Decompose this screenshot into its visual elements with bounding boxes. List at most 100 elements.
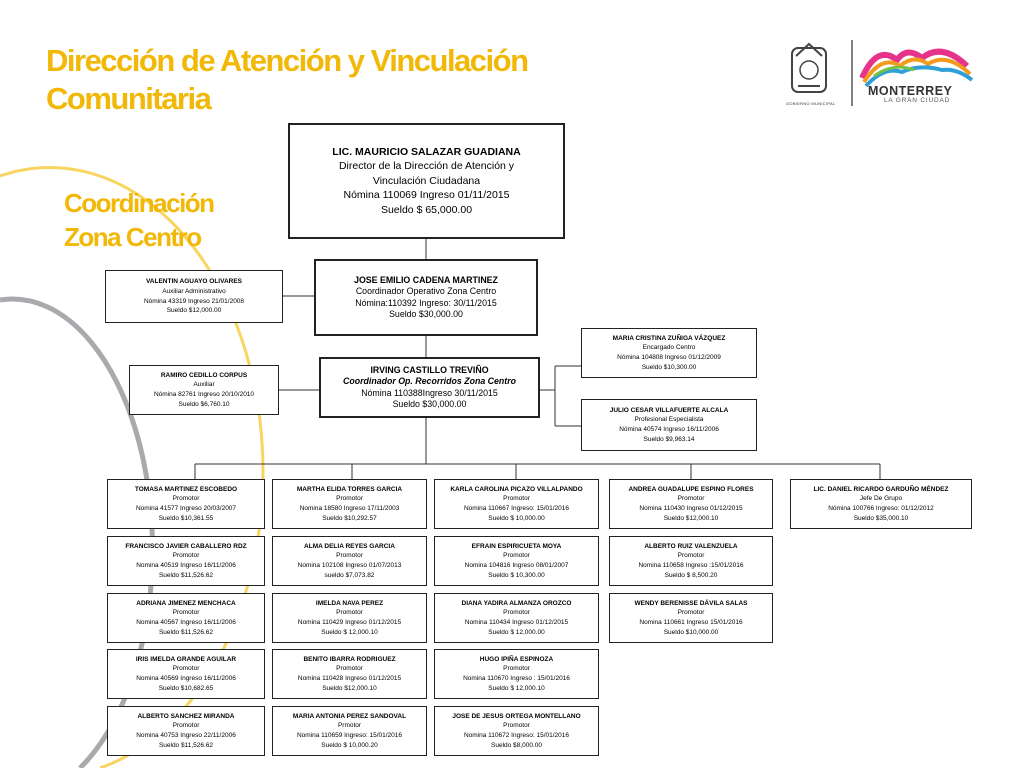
profesional-nomina: Nómina 40574 Ingreso 16/11/2006 bbox=[619, 426, 719, 433]
promotor-box: ANDREA GUADALUPE ESPINO FLORES Promotor … bbox=[609, 479, 773, 529]
promotor-name: JOSE DE JESUS ORTEGA MONTELLANO bbox=[452, 712, 581, 720]
promotor-sueldo: Sueldo $ 10,000.20 bbox=[321, 741, 378, 749]
promotor-name: TOMASA MARTINEZ ESCOBEDO bbox=[134, 485, 238, 493]
promotor-box: BENITO IBARRA RODRIGUEZ Promotor Nomina … bbox=[272, 649, 427, 699]
director-role-line1: Director de la Dirección de Atención y bbox=[338, 160, 515, 173]
monterrey-mountain-icon bbox=[859, 48, 974, 88]
promotor-role: Promotor bbox=[172, 495, 200, 503]
promotor-box: HUGO IPIÑA ESPINOZA Promotor Nomina 1106… bbox=[434, 649, 599, 699]
promotor-sueldo: Sueldo $ 10,300.00 bbox=[488, 571, 545, 579]
promotor-box: DIANA YADIRA ALMANZA OROZCO Promotor Nom… bbox=[434, 593, 599, 643]
promotor-nomina: Nomina 110670 Ingreso : 15/01/2016 bbox=[463, 675, 570, 682]
recorridos-name: IRVING CASTILLO TREVIÑO bbox=[370, 364, 489, 375]
promotor-role: Promotor bbox=[677, 609, 705, 617]
promotor-name: ALBERTO SANCHEZ MIRANDA bbox=[137, 712, 235, 720]
auxiliar-name: RAMIRO CEDILLO CORPUS bbox=[160, 371, 248, 379]
promotor-nomina: Nomina 110428 Ingreso 01/12/2015 bbox=[297, 675, 402, 682]
coordinador-name: JOSE EMILIO CADENA MARTINEZ bbox=[354, 274, 498, 285]
city-tagline: LA GRAN CIUDAD bbox=[884, 97, 951, 104]
encargado-nomina: Nómina 104808 Ingreso 01/12/2009 bbox=[617, 354, 721, 361]
promotor-role: Promotor bbox=[336, 609, 363, 617]
promotor-role: Promotor bbox=[172, 609, 200, 617]
promotor-sueldo: Sueldo $ 12,000.10 bbox=[488, 684, 545, 692]
promotor-box: ALMA DELIA REYES GARCIA Promotor Nomina … bbox=[272, 536, 427, 586]
jefe-grupo-box: LIC. DANIEL RICARDO GARDUÑO MÉNDEZ Jefe … bbox=[790, 479, 972, 529]
director-name: LIC. MAURICIO SALAZAR GUADIANA bbox=[332, 145, 521, 158]
promotor-nomina: Nomina 40519 Ingreso 16/11/2006 bbox=[136, 562, 236, 569]
promotor-box: FRANCISCO JAVIER CABALLERO RDZ Promotor … bbox=[107, 536, 265, 586]
aux-admin-box: VALENTIN AGUAYO OLIVARES Auxiliar Admini… bbox=[105, 270, 283, 323]
promotor-sueldo: Sueldo $8,000.00 bbox=[491, 741, 542, 749]
promotor-nomina: Nomina 110667 Ingreso: 15/01/2016 bbox=[463, 505, 570, 512]
director-box: LIC. MAURICIO SALAZAR GUADIANA Director … bbox=[288, 123, 565, 239]
page-title: Dirección de Atención y Vinculación Comu… bbox=[46, 43, 529, 116]
page-subtitle: Coordinación Zona Centro bbox=[64, 188, 215, 252]
promotor-sueldo: Sueldo $10,000.00 bbox=[663, 628, 719, 636]
promotor-nomina: Nomina 110430 Ingreso 01/12/2015 bbox=[639, 505, 743, 512]
promotor-sueldo: Sueldo $ 8,500.20 bbox=[664, 571, 718, 579]
jefe-grupo-sueldo: Sueldo $35,000.10 bbox=[853, 514, 909, 522]
promotor-box: EFRAIN ESPIRICUETA MOYA Promotor Nomina … bbox=[434, 536, 599, 586]
promotor-role: Promotor bbox=[503, 665, 530, 673]
city-name: MONTERREY bbox=[868, 84, 953, 98]
encargado-box: MARIA CRISTINA ZUÑIGA VÁZQUEZ Encargado … bbox=[581, 328, 757, 378]
promotor-box: ALBERTO SANCHEZ MIRANDA Promotor Nomina … bbox=[107, 706, 265, 756]
promotor-role: Promotor bbox=[172, 722, 200, 730]
promotor-name: IMELDA NAVA PEREZ bbox=[315, 599, 384, 607]
promotor-sueldo: Sueldo $11,526.62 bbox=[158, 741, 214, 749]
jefe-grupo-nomina: Nómina 100766 Ingreso: 01/12/2012 bbox=[828, 505, 934, 512]
promotor-name: DIANA YADIRA ALMANZA OROZCO bbox=[461, 599, 572, 607]
promotor-name: IRIS IMELDA GRANDE AGUILAR bbox=[135, 655, 237, 663]
auxiliar-box: RAMIRO CEDILLO CORPUS Auxiliar Nómina 82… bbox=[129, 365, 279, 415]
profesional-name: JULIO CESAR VILLAFUERTE ALCALA bbox=[609, 406, 729, 414]
promotor-nomina: Nomina 110429 Ingreso 01/12/2015 bbox=[297, 619, 402, 626]
coordinador-role: Coordinador Operativo Zona Centro bbox=[355, 286, 497, 296]
promotor-nomina: Nomina 110661 Ingreso 15/01/2016 bbox=[639, 619, 743, 626]
promotor-box: MARTHA ELIDA TORRES GARCIA Promotor Nomi… bbox=[272, 479, 427, 529]
promotor-role: Promotor bbox=[677, 495, 705, 503]
jefe-grupo-role: Jefe De Grupo bbox=[859, 495, 903, 503]
recorridos-box: IRVING CASTILLO TREVIÑO Coordinador Op. … bbox=[319, 357, 540, 418]
director-nomina: Nómina 110069 Ingreso 01/11/2015 bbox=[343, 189, 510, 202]
promotor-box: ADRIANA JIMENEZ MENCHACA Promotor Nomina… bbox=[107, 593, 265, 643]
promotor-box: KARLA CAROLINA PICAZO VILLALPANDO Promot… bbox=[434, 479, 599, 529]
promotor-nomina: Nomina 40567 Ingreso 16/11/2006 bbox=[136, 619, 236, 626]
encargado-role: Encargado Centro bbox=[642, 344, 696, 352]
promotor-box: MARIA ANTONIA PEREZ SANDOVAL Prmotor Nom… bbox=[272, 706, 427, 756]
promotor-nomina: Nomina 40569 Ingreso 16/11/2006 bbox=[136, 675, 236, 682]
promotor-role: Promotor bbox=[503, 495, 530, 503]
coordinador-nomina: Nómina:110392 Ingreso: 30/11/2015 bbox=[355, 297, 497, 308]
promotor-sueldo: Sueldo $10,361.55 bbox=[158, 514, 214, 522]
coordinador-sueldo: Sueldo $30,000.00 bbox=[389, 309, 463, 319]
director-role-line2: Vinculación Ciudadana bbox=[372, 174, 481, 187]
promotor-name: FRANCISCO JAVIER CABALLERO RDZ bbox=[125, 542, 247, 550]
municipal-seal-icon bbox=[791, 42, 827, 93]
promotor-nomina: Nomina 110658 Ingreso :15/01/2016 bbox=[638, 562, 744, 569]
profesional-sueldo: Sueldo $9,963.14 bbox=[643, 435, 695, 443]
promotor-box: ALBERTO RUIZ VALENZUELA Promotor Nomina … bbox=[609, 536, 773, 586]
promotor-role: Promotor bbox=[503, 609, 530, 617]
aux-admin-name: VALENTIN AGUAYO OLIVARES bbox=[145, 278, 243, 286]
promotor-sueldo: Sueldo $11,526.62 bbox=[158, 571, 214, 579]
promotor-role: Promotor bbox=[503, 722, 530, 730]
jefe-grupo-name: LIC. DANIEL RICARDO GARDUÑO MÉNDEZ bbox=[813, 485, 949, 493]
monterrey-logo bbox=[791, 40, 974, 106]
promotor-sueldo: Sueldo $11,526.62 bbox=[158, 628, 214, 636]
promotor-name: MARIA ANTONIA PEREZ SANDOVAL bbox=[292, 712, 407, 720]
aux-admin-sueldo: Sueldo $12,000.00 bbox=[166, 307, 222, 315]
promotor-nomina: Nomina 40753 Ingreso 22/11/2006 bbox=[136, 732, 236, 739]
promotor-role: Promotor bbox=[336, 495, 363, 503]
promotor-name: MARTHA ELIDA TORRES GARCIA bbox=[296, 485, 403, 493]
promotor-nomina: Nomina 110672 Ingreso: 15/01/2016 bbox=[463, 732, 570, 739]
promotor-sueldo: Sueldo $10,292.57 bbox=[322, 514, 377, 522]
promotor-name: ALBERTO RUIZ VALENZUELA bbox=[644, 542, 738, 550]
promotor-sueldo: Sueldo $ 10,000.00 bbox=[488, 514, 545, 522]
aux-admin-role: Auxiliar Administrativo bbox=[162, 287, 226, 295]
coordinador-box: JOSE EMILIO CADENA MARTINEZ Coordinador … bbox=[314, 259, 538, 336]
promotor-name: HUGO IPIÑA ESPINOZA bbox=[479, 655, 554, 663]
promotor-nomina: Nomina 41577 Ingreso 20/03/2007 bbox=[135, 505, 237, 512]
profesional-box: JULIO CESAR VILLAFUERTE ALCALA Profesion… bbox=[581, 399, 757, 451]
promotor-box: JOSE DE JESUS ORTEGA MONTELLANO Promotor… bbox=[434, 706, 599, 756]
promotor-sueldo: sueldo $7,073.82 bbox=[324, 571, 375, 579]
